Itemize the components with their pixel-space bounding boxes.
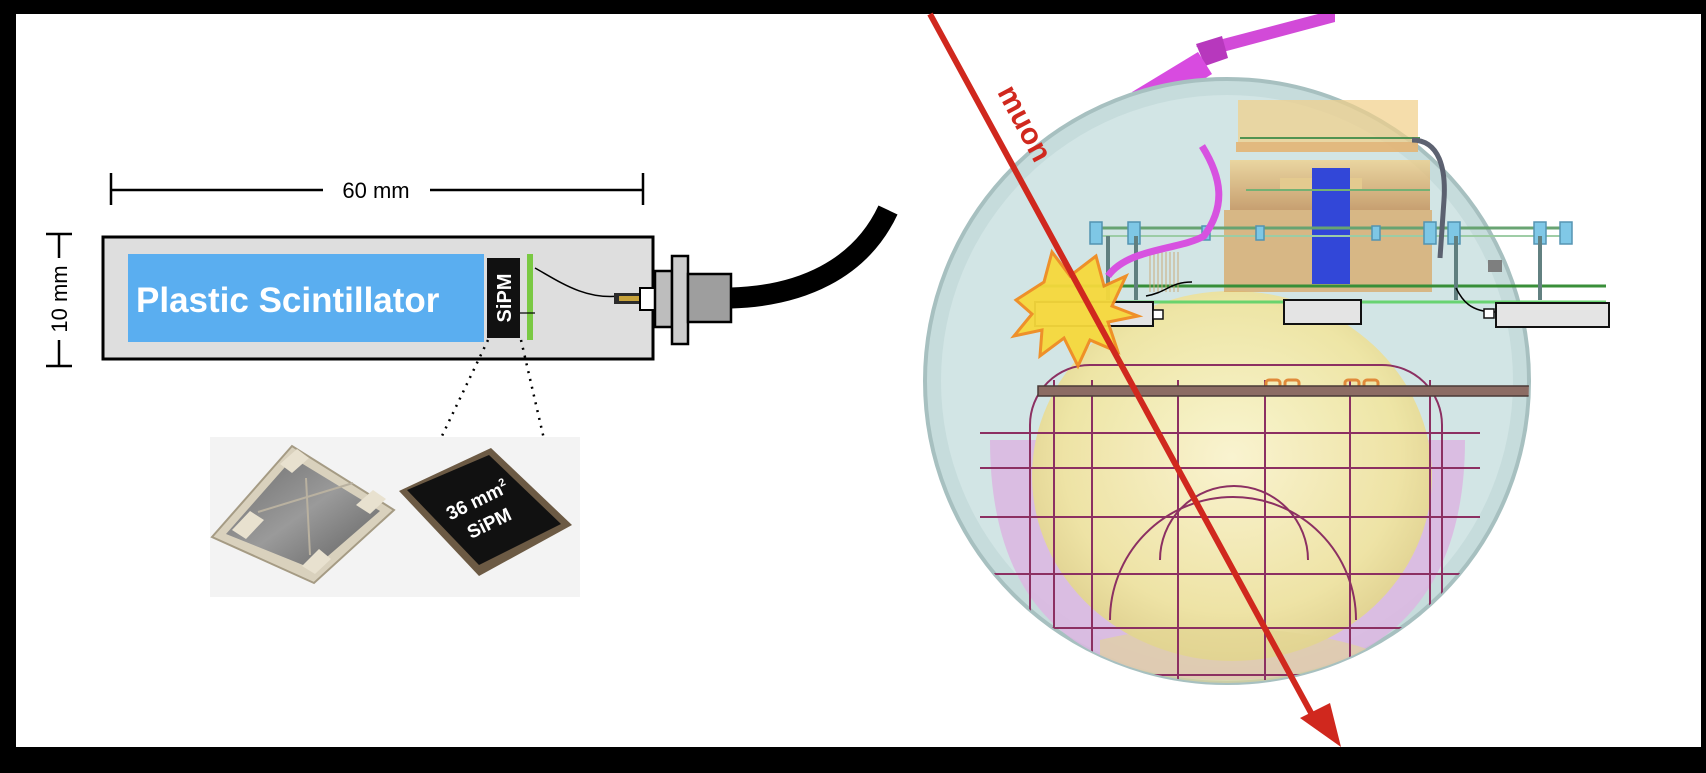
bare-sipm-chip xyxy=(210,444,396,585)
sipm-label: SiPM xyxy=(494,274,516,323)
height-label: 10 mm xyxy=(47,265,72,332)
cable-connector xyxy=(653,254,733,346)
height-dimension: 10 mm xyxy=(46,232,72,368)
labeled-sipm-chip: 36 mm2 SiPM xyxy=(399,448,572,576)
zoom-lines xyxy=(416,339,562,509)
scintillator-label: Plastic Scintillator xyxy=(136,281,440,320)
length-label: 60 mm xyxy=(342,178,409,203)
paddle-center xyxy=(1283,299,1362,325)
sipm-block xyxy=(487,258,520,338)
signal-wire xyxy=(534,267,621,298)
muon-track xyxy=(927,12,1341,747)
signal-cable xyxy=(730,205,898,309)
length-dimension: 60 mm xyxy=(109,173,645,205)
support-plate xyxy=(1037,385,1529,397)
sipm-board xyxy=(527,254,533,340)
electronics-assembly xyxy=(1040,100,1606,304)
paddle-right xyxy=(1455,287,1610,328)
sipm-photo: 36 mm2 SiPM xyxy=(210,437,580,597)
plastic-scintillator xyxy=(128,254,484,342)
mu-metal-cage xyxy=(980,364,1480,680)
